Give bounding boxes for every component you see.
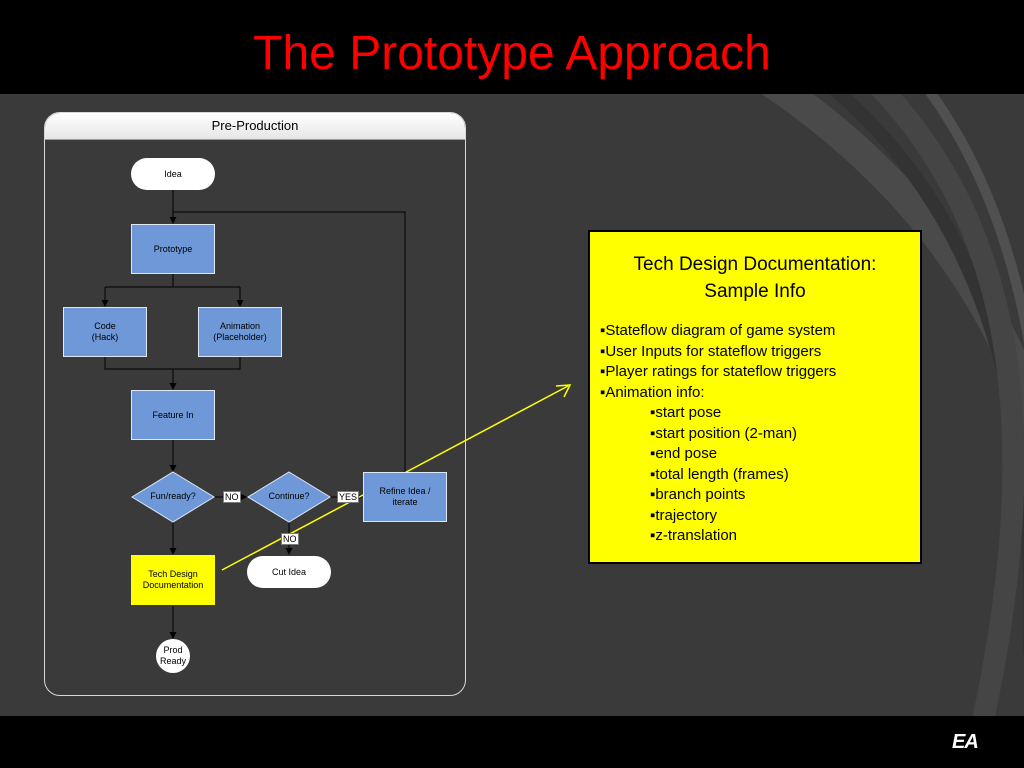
- footer-bar: [0, 716, 1024, 768]
- ea-logo: EA: [952, 731, 979, 753]
- no-edge-label-2: NO: [281, 533, 299, 545]
- refine-label-line1: Refine Idea /: [379, 486, 431, 496]
- idea-terminator: Idea: [131, 158, 215, 190]
- slide-title: The Prototype Approach: [253, 27, 771, 80]
- prod-ready-line2: Ready: [159, 656, 186, 666]
- animation-label-line1: Animation: [219, 321, 261, 331]
- info-sub-item: ▪z-translation: [650, 527, 738, 544]
- info-item: ▪Player ratings for stateflow triggers: [600, 363, 837, 380]
- info-item: ▪Animation info:: [600, 383, 705, 401]
- tech-design-info-box: Tech Design Documentation: Sample Info ▪…: [588, 230, 922, 564]
- tech-doc-label-line2: Documentation: [142, 580, 204, 590]
- info-item: ▪User Inputs for stateflow triggers: [600, 342, 822, 360]
- title-bar: [0, 0, 1024, 94]
- feature-in-label: Feature In: [152, 409, 194, 420]
- info-sub-item: ▪start position (2-man): [650, 424, 798, 442]
- info-box-list: ▪Stateflow diagram of game system ▪User …: [590, 321, 920, 547]
- fun-ready-diamond: [131, 471, 215, 523]
- continue-diamond: [247, 471, 331, 523]
- info-sub-item: ▪start pose: [650, 404, 722, 421]
- info-sub-item: ▪total length (frames): [650, 465, 789, 483]
- info-sub-item: ▪trajectory: [650, 506, 718, 524]
- code-hack-process: Code (Hack): [63, 307, 147, 357]
- refine-label-line2: iterate: [392, 497, 418, 507]
- fun-ready-label: Fun/ready?: [150, 491, 196, 501]
- tech-design-documentation-node: Tech Design Documentation: [131, 555, 215, 605]
- swimlane-header: Pre-Production: [45, 113, 465, 140]
- preproduction-swimlane: Pre-Production: [44, 112, 466, 696]
- prod-ready-line1: Prod: [163, 645, 183, 655]
- info-item: ▪Stateflow diagram of game system: [600, 322, 836, 339]
- refine-idea-process: Refine Idea / iterate: [363, 472, 447, 522]
- code-label-line1: Code: [94, 321, 116, 331]
- feature-in-process: Feature In: [131, 390, 215, 440]
- continue-label: Continue?: [268, 491, 310, 501]
- tech-doc-label-line1: Tech Design: [148, 569, 198, 579]
- info-title-line1: Tech Design Documentation:: [633, 254, 877, 275]
- info-box-title: Tech Design Documentation: Sample Info: [590, 251, 920, 305]
- info-title-line2: Sample Info: [704, 281, 806, 302]
- background-arcs: [761, 94, 1024, 716]
- prototype-label: Prototype: [153, 243, 193, 254]
- info-sub-item: ▪branch points: [650, 486, 746, 503]
- idea-label: Idea: [164, 168, 182, 179]
- cut-idea-label: Cut Idea: [271, 566, 307, 577]
- code-label-line2: (Hack): [91, 332, 119, 342]
- info-sub-item: ▪end pose: [650, 445, 718, 462]
- yes-edge-label: YES: [337, 491, 360, 503]
- animation-label-line2: (Placeholder): [213, 332, 267, 342]
- no-edge-label: NO: [223, 491, 241, 503]
- callout-arrowhead: [555, 384, 572, 398]
- prod-ready-connector: Prod Ready: [156, 639, 190, 673]
- prototype-process: Prototype: [131, 224, 215, 274]
- cut-idea-terminator: Cut Idea: [247, 556, 331, 588]
- animation-placeholder-process: Animation (Placeholder): [198, 307, 282, 357]
